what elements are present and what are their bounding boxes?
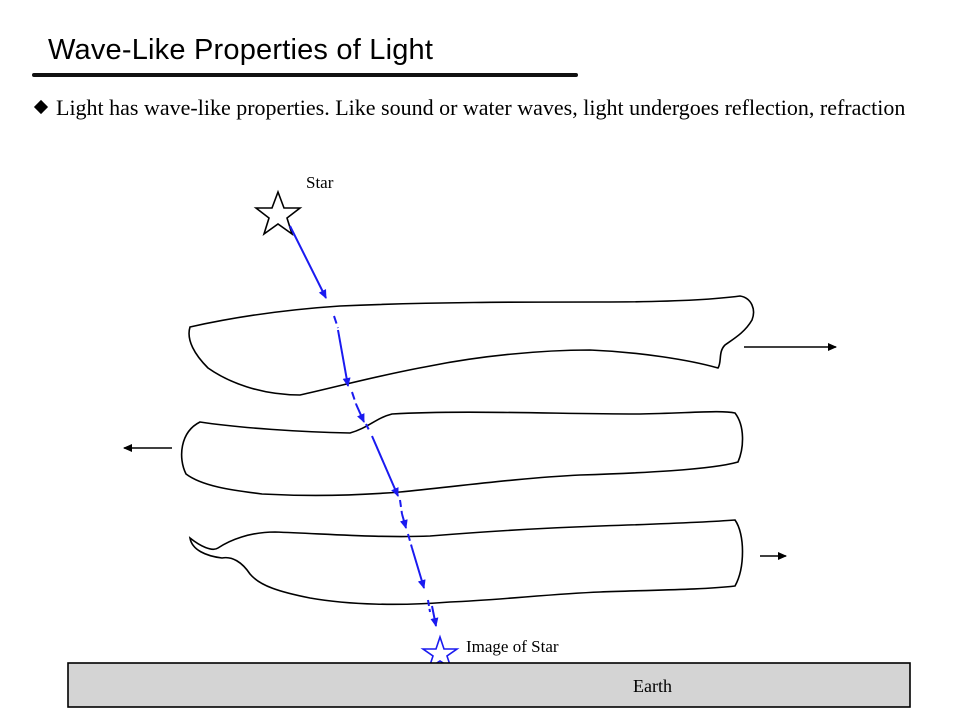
star-label: Star (306, 173, 334, 192)
slide-title: Wave-Like Properties of Light (48, 34, 434, 66)
air-layer-middle (180, 410, 744, 497)
earth-ground (67, 662, 911, 708)
light-ray (289, 225, 439, 627)
earth-label: Earth (633, 676, 672, 696)
air-layer-top (188, 295, 755, 396)
image-of-star-label: Image of Star (466, 637, 559, 656)
bullet-text: Light has wave-like properties. Like sou… (56, 95, 906, 120)
star-icon (253, 189, 303, 237)
bullet-point: Light has wave-like properties. Like sou… (30, 93, 930, 123)
star-image-icon (420, 634, 460, 670)
title-underline (32, 73, 578, 77)
air-layer-bottom (188, 519, 744, 606)
